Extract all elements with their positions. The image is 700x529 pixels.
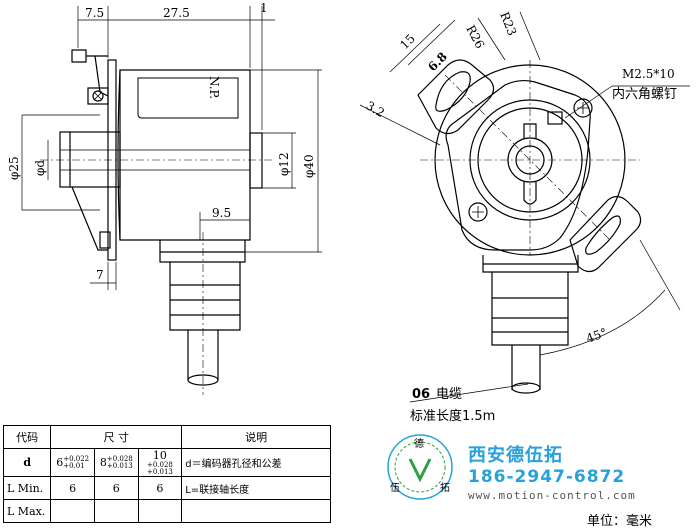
mount-screw-left	[468, 202, 488, 222]
screw-name-label: 内六角螺钉	[612, 86, 677, 102]
mounting-flange	[445, 79, 591, 251]
table-row: L Min. 6 6 6 L=联接轴长度	[2, 476, 331, 500]
header-note: 说明	[181, 425, 331, 449]
size-upper: +0.022	[63, 454, 90, 463]
size-base: 8	[99, 455, 107, 469]
size-lower: +0.013	[106, 461, 133, 470]
dim-6-8-label: 6.8	[425, 49, 450, 74]
size-cell	[50, 499, 95, 523]
dim-15-label: 15	[397, 31, 418, 52]
clamp-screw-head	[92, 90, 104, 102]
size-cell: 6+0.022+0.01	[50, 448, 95, 477]
size-cell: 10+0.028+0.013	[137, 448, 183, 477]
header-size: 尺 寸	[50, 425, 183, 449]
brand-url[interactable]: www.motion-control.com	[468, 489, 636, 502]
nameplate-label: N.P.	[207, 76, 221, 99]
brand-logo: 德 伍 拓	[387, 434, 453, 500]
row-note	[181, 499, 331, 523]
dim-27-5-label: 27.5	[163, 6, 190, 20]
hollow-shaft	[59, 131, 121, 188]
slotted-tab-right	[569, 195, 642, 273]
dim-7-label: 7	[96, 268, 104, 282]
front-dimension-labels: 7.5 27.5 1 9.5 7 φ25 φd φ12 φ40 N.P.	[7, 1, 316, 282]
clamp-block	[87, 87, 109, 105]
brand-block: 西安德伍拓 186-2947-6872 www.motion-control.c…	[386, 433, 698, 503]
row-code: L Max.	[2, 499, 52, 523]
spec-table: 代码 尺 寸 说明 d 6+0.022+0.01 8+0.028+0.013 1…	[2, 425, 331, 523]
brand-name: 西安德伍拓	[468, 445, 563, 466]
row-note: L=联接轴长度	[181, 476, 331, 500]
size-cell: 8+0.028+0.013	[93, 448, 139, 477]
size-cell	[93, 499, 139, 523]
logo-char-left: 伍	[390, 482, 400, 494]
logo-char-top: 德	[414, 437, 424, 450]
dim-7-5-label: 7.5	[85, 6, 104, 20]
clamp-screw	[71, 49, 87, 63]
size-upper: +0.028	[146, 461, 173, 469]
size-cell: 6	[137, 476, 183, 500]
mount-screw-right	[573, 98, 593, 118]
size-cell: 6	[93, 476, 139, 500]
cable-gland	[159, 240, 246, 263]
table-row: L Max.	[2, 499, 331, 523]
rear-boss	[249, 132, 263, 189]
cable-label: 电缆	[436, 386, 462, 402]
table-row: d 6+0.022+0.01 8+0.028+0.013 10+0.028+0.…	[2, 448, 331, 477]
dim-d40-label: φ40	[302, 154, 316, 178]
size-upper: +0.028	[106, 454, 133, 463]
size-lower: +0.013	[146, 468, 173, 476]
cable-length-label: 标准长度1.5m	[410, 408, 495, 424]
size-lower: +0.01	[63, 461, 85, 470]
dim-r23-label: R23	[497, 10, 519, 38]
header-code: 代码	[2, 425, 52, 449]
size-base: 10	[152, 449, 167, 462]
screw-spec-label: M2.5*10	[622, 67, 675, 81]
dim-1-label: 1	[260, 1, 268, 15]
size-cell	[137, 499, 183, 523]
side-view	[359, 11, 690, 403]
dim-9-5-label: 9.5	[212, 206, 231, 220]
brand-phone: 186-2947-6872	[468, 467, 626, 487]
side-dimension-labels: 15 6.8 3.2 R26 R23 M2.5*10 内六角螺钉 45° 06 …	[364, 10, 678, 424]
slotted-tab	[417, 59, 495, 135]
front-view	[21, 6, 322, 395]
logo-char-right: 拓	[440, 482, 450, 494]
row-note: d＝编码器孔径和公差	[181, 448, 331, 477]
angle-label: 45°	[584, 325, 609, 345]
cable-code-label: 06	[412, 387, 430, 402]
dim-d25-text: φ25	[7, 156, 21, 180]
row-code: d	[2, 448, 52, 477]
row-code: L Min.	[2, 476, 52, 500]
dim-dd-label: φd	[33, 160, 47, 176]
size-cell: 6	[50, 476, 95, 500]
nameplate-recess	[137, 77, 239, 119]
unit-note: 单位：毫米	[587, 514, 653, 529]
cable	[187, 330, 219, 380]
dim-d12-label: φ12	[277, 152, 291, 176]
set-screw	[547, 111, 563, 125]
size-base: 6	[56, 455, 64, 469]
table-header-row: 代码 尺 寸 说明	[2, 425, 331, 449]
